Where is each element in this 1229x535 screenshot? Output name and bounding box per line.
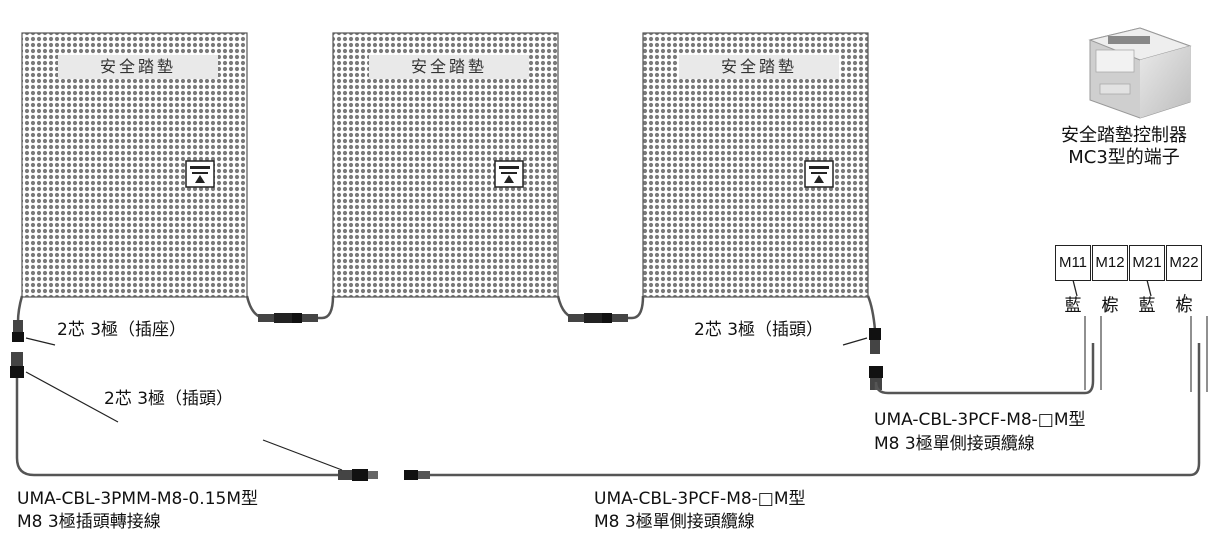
plug-lower-label: 2芯 3極（插頭） — [104, 389, 234, 409]
safety-mat-1 — [21, 32, 248, 298]
mat-connector-1-2 — [245, 295, 335, 323]
socket-left-connector — [12, 295, 56, 346]
mat-title-3: 安全踏墊 — [720, 57, 797, 76]
cable-center-model: UMA-CBL-3PCF-M8-□M型 — [594, 489, 806, 509]
terminal-m11: M11 — [1055, 245, 1091, 281]
adapter-cable-left — [10, 352, 378, 481]
cable-left-desc: M8 3極插頭轉接線 — [17, 512, 161, 532]
plug-right-label: 2芯 3極（插頭） — [694, 320, 824, 340]
mat-label-plate-icon — [804, 160, 834, 188]
terminal-m22: M22 — [1166, 245, 1202, 281]
cable-right-desc: M8 3極單側接頭纜線 — [874, 434, 1035, 454]
cable-center-desc: M8 3極單側接頭纜線 — [594, 512, 755, 532]
controller-device-icon — [1088, 27, 1192, 119]
cable-right — [869, 316, 1102, 395]
mat-connector-2-3 — [556, 295, 645, 323]
mat-label-plate-icon — [494, 160, 524, 188]
terminal-m21: M21 — [1129, 245, 1165, 281]
cable-center — [404, 316, 1208, 480]
wire-color-m21: 藍 — [1138, 296, 1156, 316]
cable-right-model: UMA-CBL-3PCF-M8-□M型 — [874, 410, 1086, 430]
controller-caption-line2: MC3型的端子 — [1068, 147, 1180, 168]
cable-left-model: UMA-CBL-3PMM-M8-0.15M型 — [17, 489, 259, 509]
mat-label-plate-icon — [185, 160, 215, 188]
controller-caption-line1: 安全踏墊控制器 — [1061, 125, 1187, 146]
plug-right-connector — [842, 295, 881, 354]
socket-left-label: 2芯 3極（插座） — [57, 320, 187, 340]
wire-color-m11: 藍 — [1064, 296, 1082, 316]
safety-mat-2 — [332, 32, 559, 298]
terminal-m12: M12 — [1092, 245, 1128, 281]
mat-title-1: 安全踏墊 — [99, 57, 176, 76]
terminal-leaders — [1072, 279, 1186, 313]
wire-color-m22: 棕 — [1175, 296, 1193, 316]
mat-title-2: 安全踏墊 — [410, 57, 487, 76]
wire-color-m12: 棕 — [1101, 296, 1119, 316]
safety-mat-3 — [642, 32, 869, 298]
